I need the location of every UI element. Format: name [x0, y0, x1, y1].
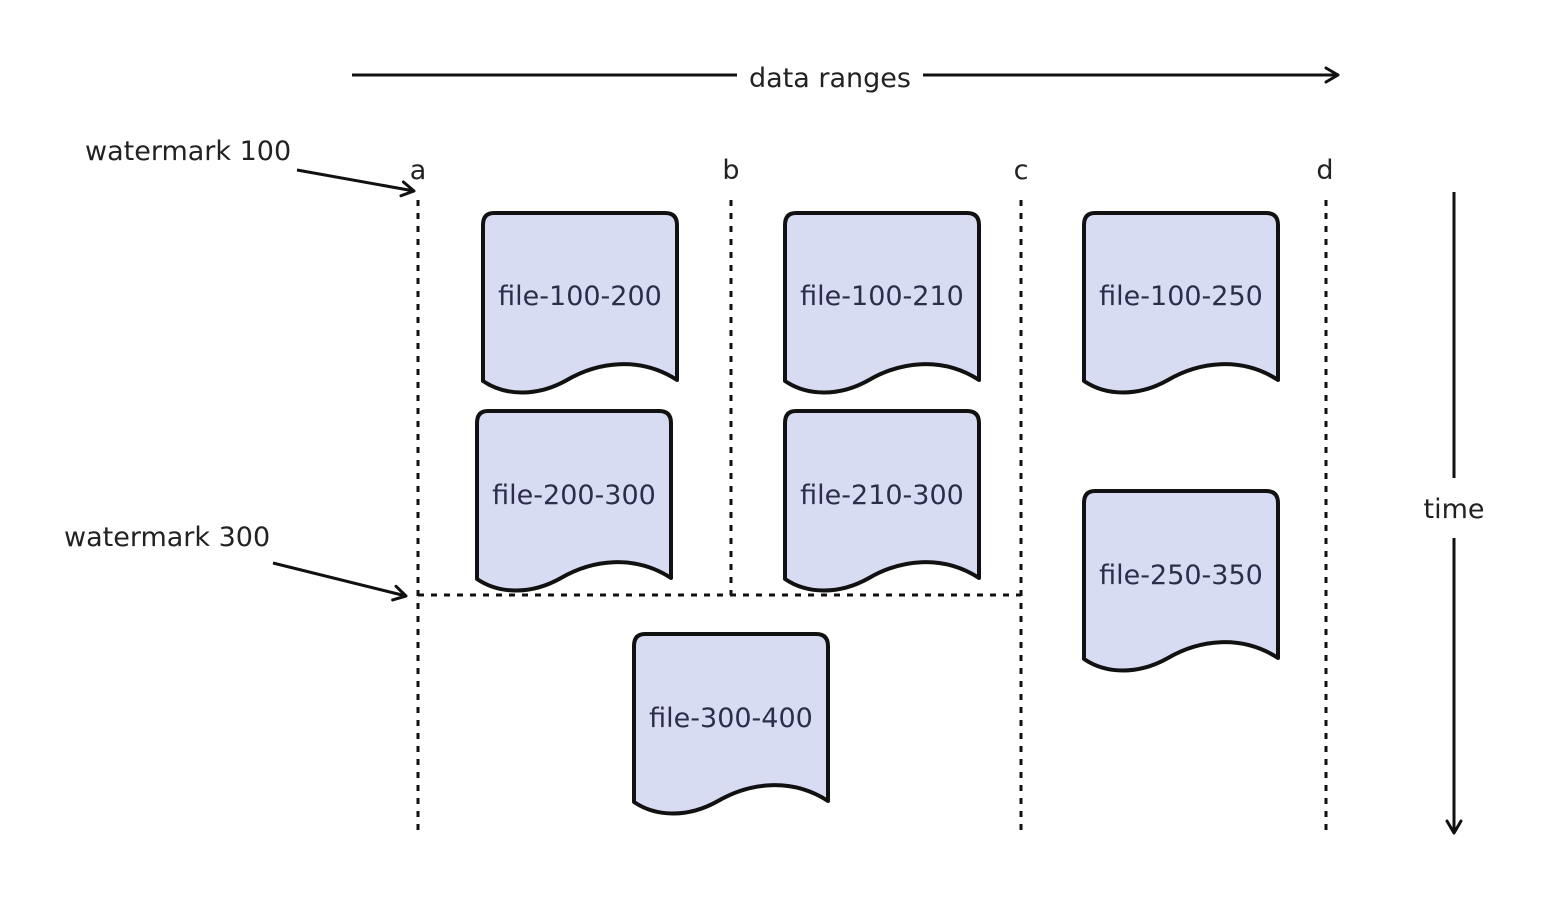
- file-210-300: file-210-300: [783, 409, 981, 593]
- file-document-shape: [632, 632, 830, 816]
- file-document-shape: [1082, 211, 1280, 395]
- file-300-400: file-300-400: [632, 632, 830, 816]
- watermark-100-pointer: [296, 168, 416, 198]
- time-label: time: [1423, 494, 1484, 525]
- boundary-a-label: a: [410, 155, 427, 186]
- file-100-250: file-100-250: [1082, 211, 1280, 395]
- boundary-b-label: b: [722, 155, 739, 186]
- data-ranges-label: data ranges: [749, 63, 911, 94]
- boundary-c-label: c: [1014, 155, 1029, 186]
- file-document-shape: [1082, 489, 1280, 673]
- time-arrow: time: [1423, 192, 1485, 835]
- file-100-200: file-100-200: [481, 211, 679, 395]
- watermark-100-label: watermark 100: [85, 136, 291, 167]
- file-label: file-100-250: [1099, 281, 1263, 312]
- file-document-shape: [783, 409, 981, 593]
- data-ranges-arrow: data ranges: [352, 63, 1340, 94]
- watermark-300-pointer: [272, 561, 408, 602]
- file-label: file-210-300: [800, 480, 964, 511]
- boundary-d-label: d: [1316, 155, 1333, 186]
- watermark-300-label: watermark 300: [64, 522, 270, 553]
- file-label: file-100-200: [498, 281, 662, 312]
- file-label: file-200-300: [492, 480, 656, 511]
- file-label: file-300-400: [649, 703, 813, 734]
- file-document-shape: [481, 211, 679, 395]
- file-100-210: file-100-210: [783, 211, 981, 395]
- file-200-300: file-200-300: [475, 409, 673, 593]
- file-250-350: file-250-350: [1082, 489, 1280, 673]
- file-label: file-250-350: [1099, 560, 1263, 591]
- file-document-shape: [475, 409, 673, 593]
- file-label: file-100-210: [800, 281, 964, 312]
- file-document-shape: [783, 211, 981, 395]
